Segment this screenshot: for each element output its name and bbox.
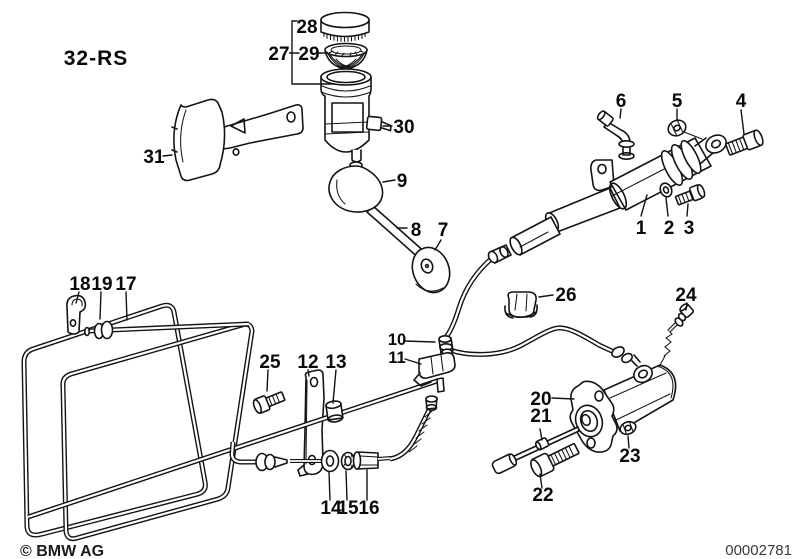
image-number: 00002781	[725, 542, 792, 559]
callout-15: 15	[337, 498, 359, 519]
hose-lower-run	[229, 395, 438, 473]
callout-18: 18	[69, 274, 90, 295]
callout-10: 10	[388, 331, 406, 349]
reservoir-assembly	[320, 11, 392, 170]
pipe-master-to-junction	[444, 257, 493, 339]
callout-30: 30	[393, 117, 414, 138]
callout-16: 16	[358, 498, 379, 519]
callout-31: 31	[143, 147, 165, 168]
reservoir-body	[320, 68, 392, 170]
fitting-6	[596, 110, 635, 161]
union-10	[438, 334, 454, 361]
callout-17: 17	[115, 274, 136, 295]
callout-29: 29	[298, 44, 319, 65]
hose-fitting	[425, 395, 438, 412]
callout-12: 12	[297, 352, 318, 373]
callout-3: 3	[684, 218, 695, 239]
callout-25: 25	[259, 352, 281, 373]
grommet-19	[93, 320, 114, 340]
grommet-13	[325, 400, 344, 423]
callout-22: 22	[532, 485, 553, 506]
bolt-25	[252, 391, 286, 414]
section-code: 32-RS	[64, 47, 129, 70]
callout-labels: 28 27 29 30 31 9 8 7 6 5 4 1 2 3 18 19 1…	[69, 17, 746, 519]
clutch-pipe-loop	[21, 302, 255, 542]
holder-11	[413, 352, 456, 393]
callout-5: 5	[672, 91, 683, 112]
bleeder-24	[658, 303, 695, 368]
strainer-29	[324, 42, 368, 70]
callout-23: 23	[619, 446, 640, 467]
callout-6: 6	[616, 91, 627, 112]
nut-23	[619, 420, 637, 436]
callout-20: 20	[530, 389, 551, 410]
callout-21: 21	[530, 406, 552, 427]
pipe-top-run	[84, 321, 250, 337]
callout-19: 19	[91, 274, 112, 295]
callout-27: 27	[268, 44, 289, 65]
washer-14	[320, 449, 340, 473]
callout-4: 4	[736, 91, 747, 112]
bolt-3	[674, 184, 706, 206]
callout-24: 24	[675, 285, 697, 306]
pushrod-21	[491, 426, 580, 475]
pipe-clamp-18	[66, 294, 87, 335]
bolt-4	[725, 129, 764, 156]
callout-8: 8	[411, 220, 422, 241]
bolt-22	[530, 442, 580, 478]
callout-13: 13	[325, 352, 346, 373]
copyright-notice: © BMW AG	[20, 543, 104, 559]
leader-lines	[75, 20, 745, 501]
callout-2: 2	[664, 218, 675, 239]
washer-2	[659, 182, 673, 198]
reservoir-cap-28	[320, 11, 370, 43]
callout-9: 9	[397, 171, 408, 192]
heat-shield-31	[171, 98, 304, 182]
callout-28: 28	[296, 17, 317, 38]
master-cylinder	[487, 110, 764, 264]
callout-1: 1	[636, 218, 647, 239]
slave-cylinder	[491, 303, 695, 478]
disc-7	[411, 246, 451, 294]
callout-11: 11	[388, 349, 405, 367]
fitting-16	[352, 451, 392, 470]
grommet-26	[504, 291, 538, 319]
pipe-junction-to-slave	[449, 325, 616, 357]
callout-14: 14	[320, 498, 342, 519]
boot-9	[328, 161, 384, 213]
callout-7: 7	[438, 220, 449, 241]
nut-5	[667, 119, 687, 137]
washer-15	[340, 451, 356, 471]
callout-26: 26	[555, 285, 576, 306]
